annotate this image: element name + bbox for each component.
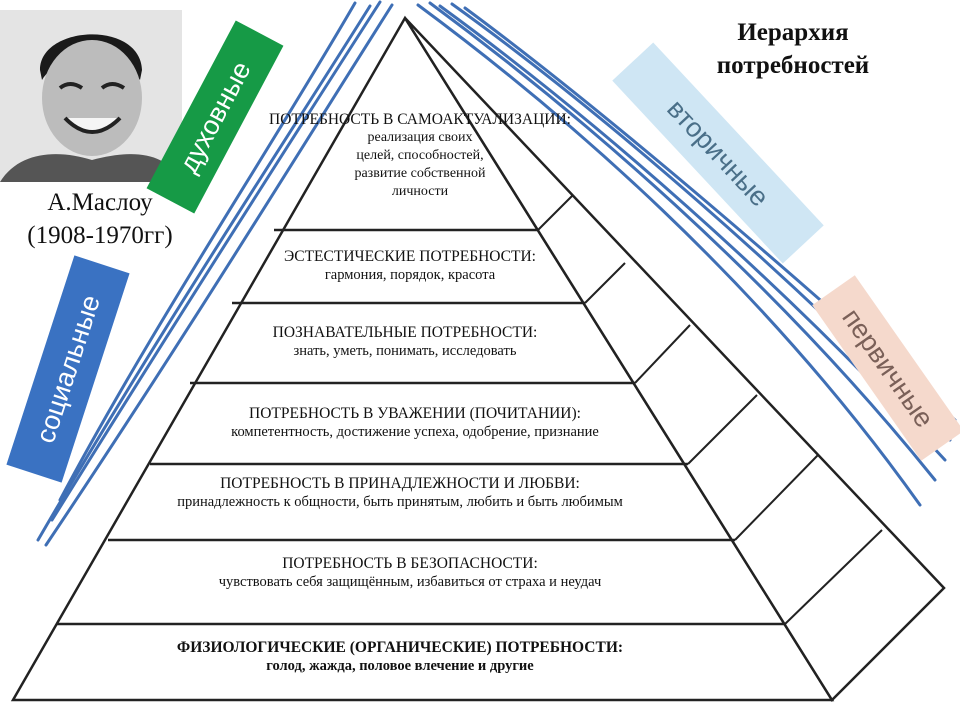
pyramid-side-face [403, 17, 946, 702]
tier-description: компетентность, достижение успеха, одобр… [231, 424, 599, 440]
tier-physiological: ФИЗИОЛОГИЧЕСКИЕ (ОРГАНИЧЕСКИЕ) ПОТРЕБНОС… [100, 638, 700, 675]
tier-heading: ПОЗНАВАТЕЛЬНЫЕ ПОТРЕБНОСТИ: [272, 324, 538, 341]
tier-esteem: ПОТРЕБНОСТЬ В УВАЖЕНИИ (ПОЧИТАНИИ): комп… [185, 404, 645, 441]
side-separators [537, 194, 883, 625]
author-caption: А.Маслоу (1908-1970гг) [0, 186, 200, 252]
tier-heading: ПОТРЕБНОСТЬ В УВАЖЕНИИ (ПОЧИТАНИИ): [249, 405, 581, 422]
tier-heading: ПОТРЕБНОСТЬ В САМОАКТУАЛИЗАЦИИ: [269, 111, 571, 128]
tier-safety: ПОТРЕБНОСТЬ В БЕЗОПАСНОСТИ: чувствовать … [150, 554, 670, 591]
tier-description: знать, уметь, понимать, исследовать [293, 343, 517, 359]
tier-self-actualization: ПОТРЕБНОСТЬ В САМОАКТУАЛИЗАЦИИ: реализац… [240, 110, 600, 201]
page-title: Иерархия потребностей [716, 19, 870, 79]
tier-cognitive: ПОЗНАВАТЕЛЬНЫЕ ПОТРЕБНОСТИ: знать, уметь… [215, 323, 595, 360]
tier-separators [56, 228, 785, 626]
tier-description: чувствовать себя защищённым, избавиться … [218, 574, 602, 590]
author-name: А.Маслоу [47, 189, 153, 216]
pen-strokes-left [36, 0, 394, 547]
tier-description: голод, жажда, половое влечение и другие [266, 658, 534, 674]
tier-description: принадлежность к общности, быть принятым… [177, 494, 623, 510]
face-illustration [0, 10, 182, 182]
tier-aesthetic: ЭСТЕСТИЧЕСКИЕ ПОТРЕБНОСТИ: гармония, пор… [245, 247, 575, 284]
tier-belonging: ПОТРЕБНОСТЬ В ПРИНАДЛЕЖНОСТИ И ЛЮБВИ: пр… [120, 474, 680, 511]
author-years: (1908-1970гг) [27, 222, 173, 249]
tier-heading: ПОТРЕБНОСТЬ В ПРИНАДЛЕЖНОСТИ И ЛЮБВИ: [220, 475, 580, 492]
tier-heading: ФИЗИОЛОГИЧЕСКИЕ (ОРГАНИЧЕСКИЕ) ПОТРЕБНОС… [176, 639, 624, 656]
tier-heading: ПОТРЕБНОСТЬ В БЕЗОПАСНОСТИ: [282, 555, 538, 572]
tier-description: реализация своих целей, способностей, ра… [354, 130, 486, 199]
tier-description: гармония, порядок, красота [324, 267, 496, 283]
portrait-photo [0, 10, 182, 182]
tier-heading: ЭСТЕСТИЧЕСКИЕ ПОТРЕБНОСТИ: [284, 248, 536, 265]
